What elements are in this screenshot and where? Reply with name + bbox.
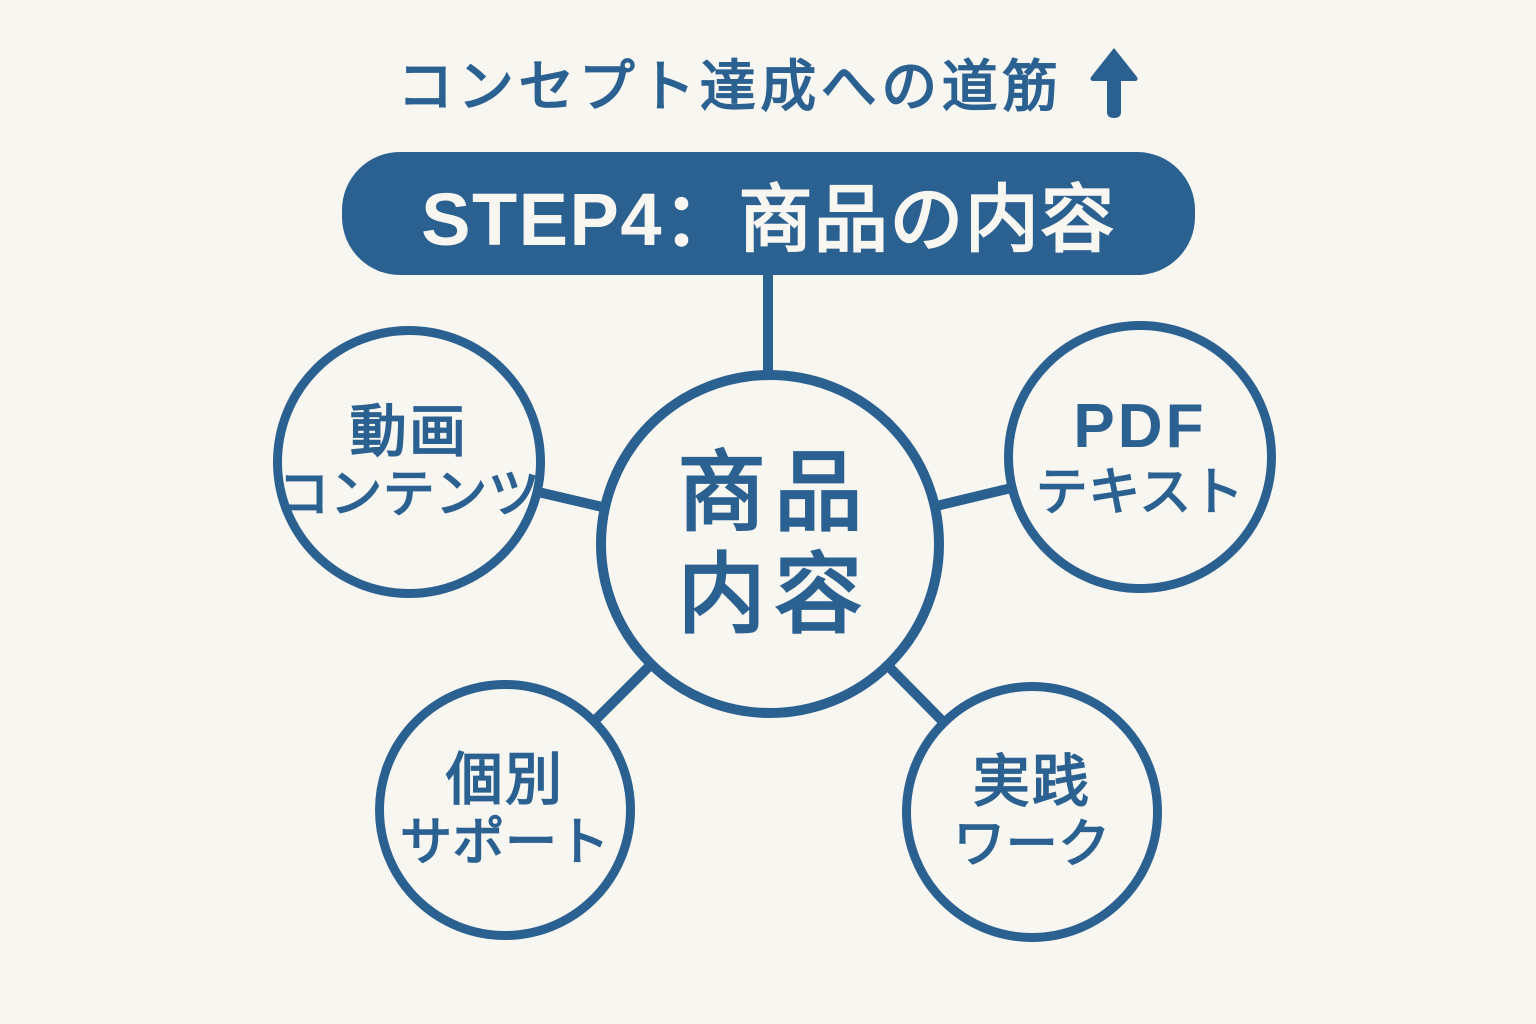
header-title: コンセプト達成への道筋 — [397, 55, 1063, 118]
node-practice-work-line1: 実践 — [972, 749, 1092, 814]
node-pdf-text: PDF テキスト — [1004, 321, 1276, 593]
node-personal-support: 個別 サポート — [375, 680, 635, 940]
node-video-content: 動画 コンテンツ — [273, 326, 545, 598]
center-node: 商品 内容 — [596, 370, 944, 718]
node-personal-support-line1: 個別 — [445, 747, 565, 812]
node-pdf-text-line1: PDF — [1073, 391, 1207, 461]
center-node-line2: 内容 — [677, 545, 872, 644]
node-video-content-line1: 動画 — [349, 399, 469, 464]
header: コンセプト達成への道筋 — [0, 42, 1536, 123]
up-arrow-icon — [1090, 47, 1138, 118]
node-practice-work: 実践 ワーク — [902, 682, 1162, 942]
center-node-line1: 商品 — [677, 442, 872, 542]
step-banner: STEP4：商品の内容 — [342, 152, 1195, 275]
node-practice-work-line2: ワーク — [953, 815, 1111, 874]
node-personal-support-line2: サポート — [399, 813, 611, 872]
node-pdf-text-line2: テキスト — [1035, 463, 1245, 522]
node-video-content-line2: コンテンツ — [277, 465, 541, 524]
step-banner-label: STEP4：商品の内容 — [421, 178, 1116, 261]
